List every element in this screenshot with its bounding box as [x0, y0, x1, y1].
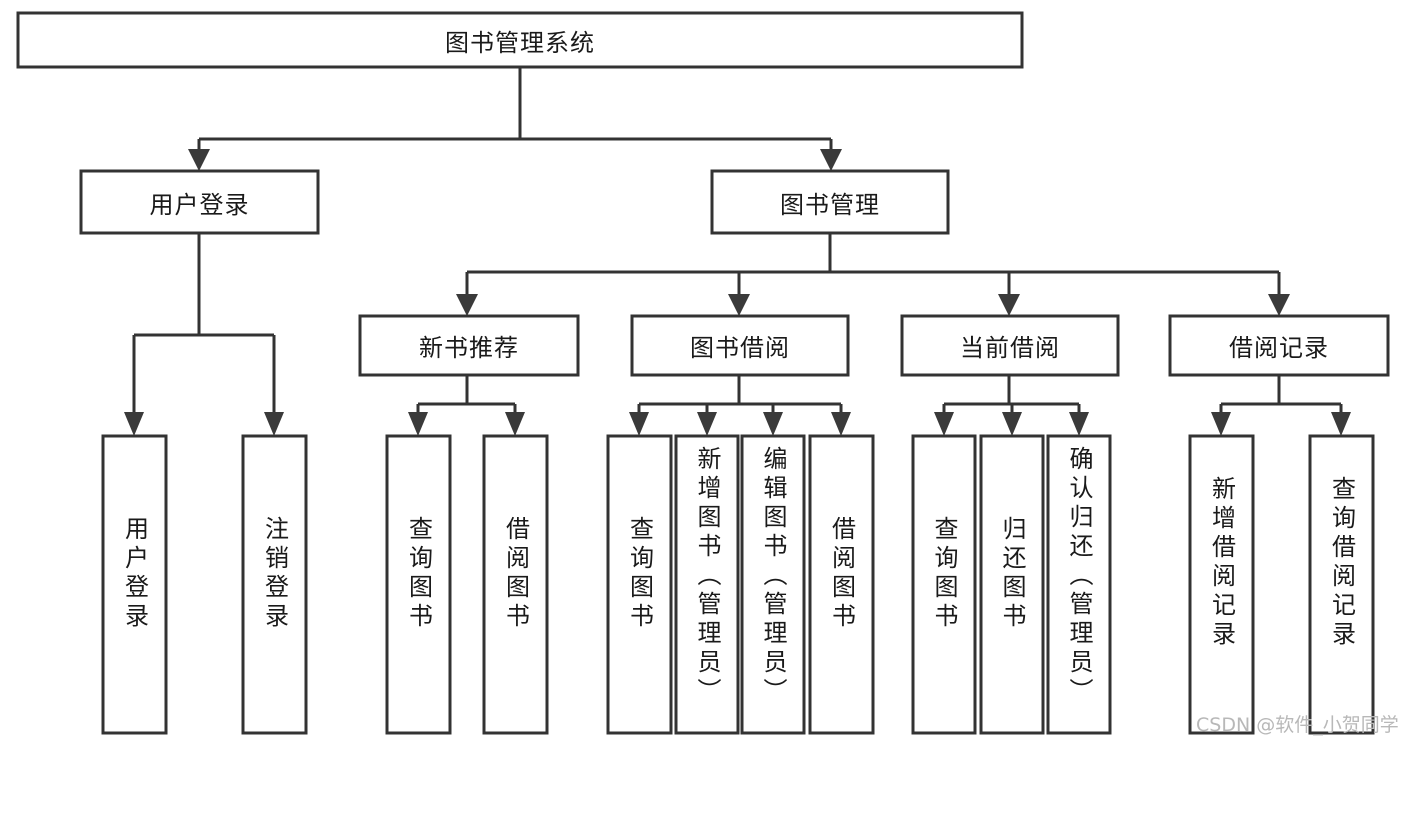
node-borrow-record[interactable]	[1168, 314, 1390, 377]
node-leaf-confirm-return[interactable]	[1046, 434, 1112, 735]
node-leaf-borrow-book-rec[interactable]	[482, 434, 549, 735]
node-leaf-add-record[interactable]	[1188, 434, 1255, 735]
node-leaf-query-record[interactable]	[1308, 434, 1375, 735]
connector-currentborrow-to-leaves	[934, 375, 1089, 436]
node-leaf-query-book-rec[interactable]	[385, 434, 452, 735]
node-leaf-return-book[interactable]	[979, 434, 1045, 735]
node-leaf-borrow-book[interactable]	[808, 434, 875, 735]
node-new-book-recommend[interactable]	[358, 314, 580, 377]
node-book-manage[interactable]	[710, 169, 950, 235]
connector-bookborrow-to-leaves	[629, 375, 851, 436]
node-current-borrow[interactable]	[900, 314, 1120, 377]
connector-userlogin-to-leaves	[124, 233, 284, 436]
flowchart-diagram: 图书管理系统 用户登录 图书管理 新书推荐 图书借阅 当前借阅 借阅记录 用户登…	[16, 11, 1399, 736]
connector-bookmanage-to-level3	[456, 233, 1290, 316]
diagram-canvas	[16, 11, 1390, 735]
node-leaf-edit-book[interactable]	[740, 434, 806, 735]
node-leaf-query-book-cur[interactable]	[911, 434, 977, 735]
connector-newbook-to-leaves	[408, 375, 525, 436]
connector-root-to-level2	[188, 67, 842, 171]
node-book-borrow[interactable]	[630, 314, 850, 377]
node-user-login[interactable]	[79, 169, 320, 235]
connector-borrowrecord-to-leaves	[1211, 375, 1351, 436]
node-leaf-logout[interactable]	[241, 434, 308, 735]
node-root[interactable]	[16, 11, 1024, 69]
node-leaf-query-book-borrow[interactable]	[606, 434, 673, 735]
node-leaf-user-login[interactable]	[101, 434, 168, 735]
node-leaf-add-book[interactable]	[674, 434, 740, 735]
